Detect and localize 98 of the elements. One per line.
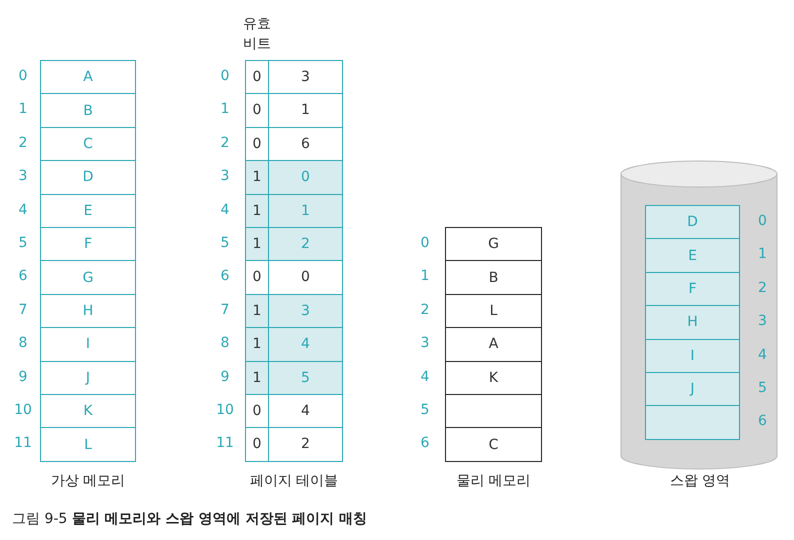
table-row (245, 427, 343, 462)
valid-bit: 0 (246, 395, 269, 428)
valid-bit: 0 (246, 61, 269, 94)
row-number: 5 (420, 401, 430, 420)
row-number: 10 (13, 401, 33, 420)
memory-cell: L (40, 427, 136, 462)
row-number: 10 (215, 401, 235, 420)
memory-cell (645, 405, 740, 440)
memory-cell: K (445, 360, 542, 395)
memory-cell (445, 394, 542, 428)
row-number: 2 (757, 278, 768, 298)
row-number: 0 (220, 67, 230, 86)
row-number: 5 (220, 234, 230, 253)
table-row (245, 227, 343, 262)
row-number: 6 (757, 412, 768, 432)
table-row (245, 327, 343, 362)
memory-cell: D (645, 205, 740, 240)
table-row (245, 60, 343, 94)
memory-cell: F (645, 272, 740, 306)
row-number: 2 (220, 134, 230, 153)
memory-cell: C (40, 126, 136, 162)
row-number: 4 (220, 200, 230, 220)
frame-number: 0 (300, 268, 311, 288)
row-number: 1 (220, 100, 230, 120)
memory-cell: A (445, 327, 542, 362)
memory-cell: I (40, 327, 136, 362)
memory-cell: J (40, 360, 136, 395)
row-number: 3 (220, 167, 230, 186)
row-number: 4 (18, 200, 28, 220)
frame-number: 5 (300, 368, 311, 388)
valid-bit: 1 (246, 228, 269, 260)
frame-number: 1 (300, 101, 311, 120)
frame-number: 3 (300, 302, 311, 321)
frame-number: 4 (300, 335, 311, 354)
table-row (245, 194, 343, 228)
memory-cell: C (445, 427, 542, 462)
table-row (245, 93, 343, 128)
table-row (245, 160, 343, 195)
row-number: 3 (420, 334, 430, 354)
row-number: 5 (18, 234, 28, 253)
table-row (245, 294, 343, 328)
table-row (245, 394, 343, 428)
row-number: 6 (18, 267, 28, 286)
frame-number: 0 (300, 168, 311, 188)
memory-cell: H (645, 305, 740, 340)
row-number: 0 (757, 212, 768, 231)
memory-cell: B (445, 260, 542, 295)
memory-cell: J (645, 372, 740, 406)
table-caption: 물리 메모리 (455, 472, 532, 490)
row-number: 7 (18, 300, 28, 320)
memory-cell: D (40, 160, 136, 195)
valid-bit: 0 (246, 428, 269, 461)
memory-cell: H (40, 294, 136, 328)
row-number: 7 (220, 300, 230, 320)
frame-number: 3 (300, 68, 311, 87)
row-number: 8 (220, 334, 230, 354)
row-number: 8 (18, 334, 28, 354)
row-number: 1 (18, 100, 28, 120)
row-number: 1 (420, 267, 430, 286)
memory-cell: F (40, 227, 136, 262)
row-number: 3 (757, 312, 768, 332)
table-caption: 가상 메모리 (50, 472, 126, 490)
frame-number: 2 (300, 235, 311, 254)
row-number: 6 (420, 434, 430, 454)
memory-cell: I (645, 338, 740, 373)
row-number: 11 (215, 434, 235, 454)
frame-number: 6 (300, 134, 311, 154)
figure-caption: 그림 9-5 물리 메모리와 스왑 영역에 저장된 페이지 매칭 (12, 510, 368, 528)
row-number: 2 (18, 134, 28, 153)
table-caption: 페이지 테이블 (248, 472, 340, 490)
valid-bit: 0 (246, 94, 269, 127)
table-row (245, 360, 343, 395)
valid-bit: 1 (246, 362, 269, 394)
memory-cell: L (445, 294, 542, 328)
row-number: 3 (18, 167, 28, 186)
row-number: 4 (757, 346, 768, 365)
frame-number: 1 (300, 202, 311, 221)
column-header: 유효 비트 (242, 15, 272, 54)
memory-cell: G (445, 227, 542, 262)
row-number: 11 (13, 434, 33, 454)
row-number: 1 (757, 245, 768, 264)
row-number: 9 (220, 368, 230, 387)
memory-cell: E (40, 194, 136, 228)
row-number: 0 (18, 67, 28, 86)
row-number: 5 (757, 379, 768, 398)
memory-cell: E (645, 238, 740, 273)
frame-number: 2 (300, 435, 311, 454)
memory-cell: B (40, 93, 136, 128)
row-number: 2 (420, 300, 430, 320)
memory-cell: G (40, 260, 136, 295)
row-number: 9 (18, 368, 28, 387)
row-number: 0 (420, 234, 430, 253)
row-number: 4 (420, 368, 430, 387)
table-caption: 스왑 영역 (668, 472, 732, 490)
memory-cell: K (40, 394, 136, 428)
row-number: 6 (220, 267, 230, 286)
frame-number: 4 (300, 402, 311, 421)
memory-cell: A (40, 60, 136, 94)
